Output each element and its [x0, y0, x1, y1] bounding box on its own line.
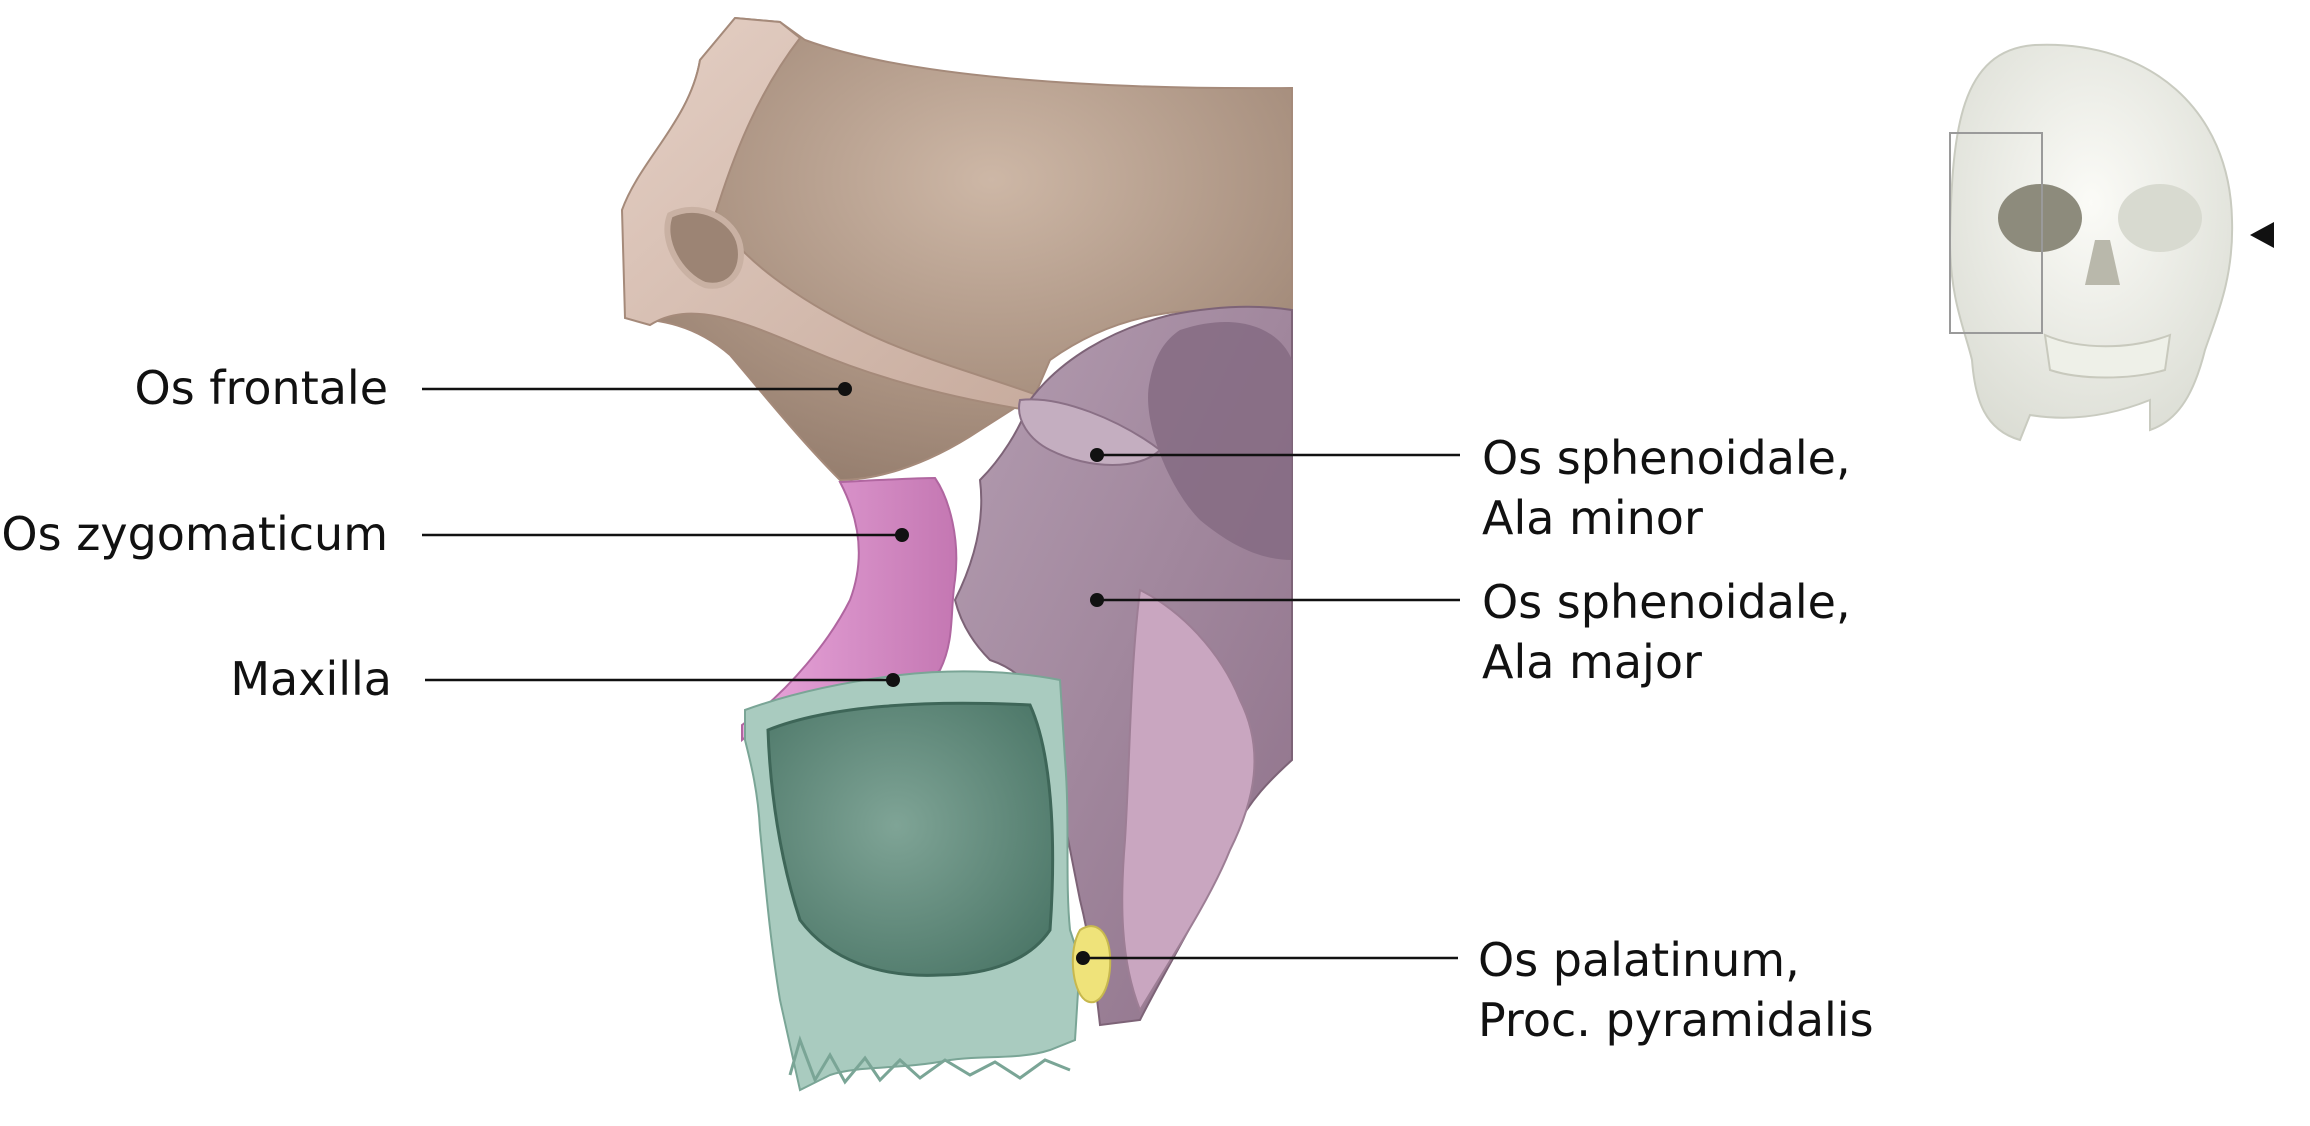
label-ala-major: Os sphenoidale, Ala major [1482, 575, 1851, 689]
leader-lines-left [422, 382, 909, 687]
label-ala-minor: Os sphenoidale, Ala minor [1482, 431, 1851, 545]
view-direction-arrow-icon [2250, 222, 2274, 248]
leader-lines-right [1076, 448, 1460, 965]
palatine-bone [1071, 925, 1112, 1004]
maxilla-bone [744, 670, 1082, 1092]
skull-orientation-icon [1948, 43, 2234, 442]
label-os-frontale: Os frontale [134, 361, 389, 415]
sphenoid-bone [953, 305, 1293, 1027]
label-maxilla: Maxilla [230, 652, 392, 706]
frontal-bone [620, 16, 1293, 482]
label-os-zygomaticum: Os zygomaticum [1, 507, 388, 561]
label-palatinum: Os palatinum, Proc. pyramidalis [1478, 933, 1874, 1047]
